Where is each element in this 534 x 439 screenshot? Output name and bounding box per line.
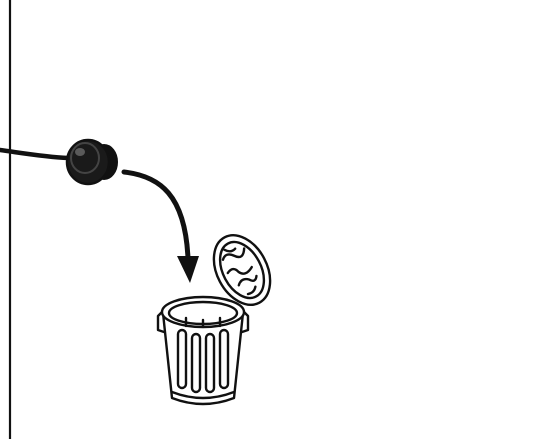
trash-can-open-lid-icon	[158, 226, 281, 404]
round-plug-icon	[67, 140, 117, 184]
curved-arrow-icon	[124, 172, 199, 283]
